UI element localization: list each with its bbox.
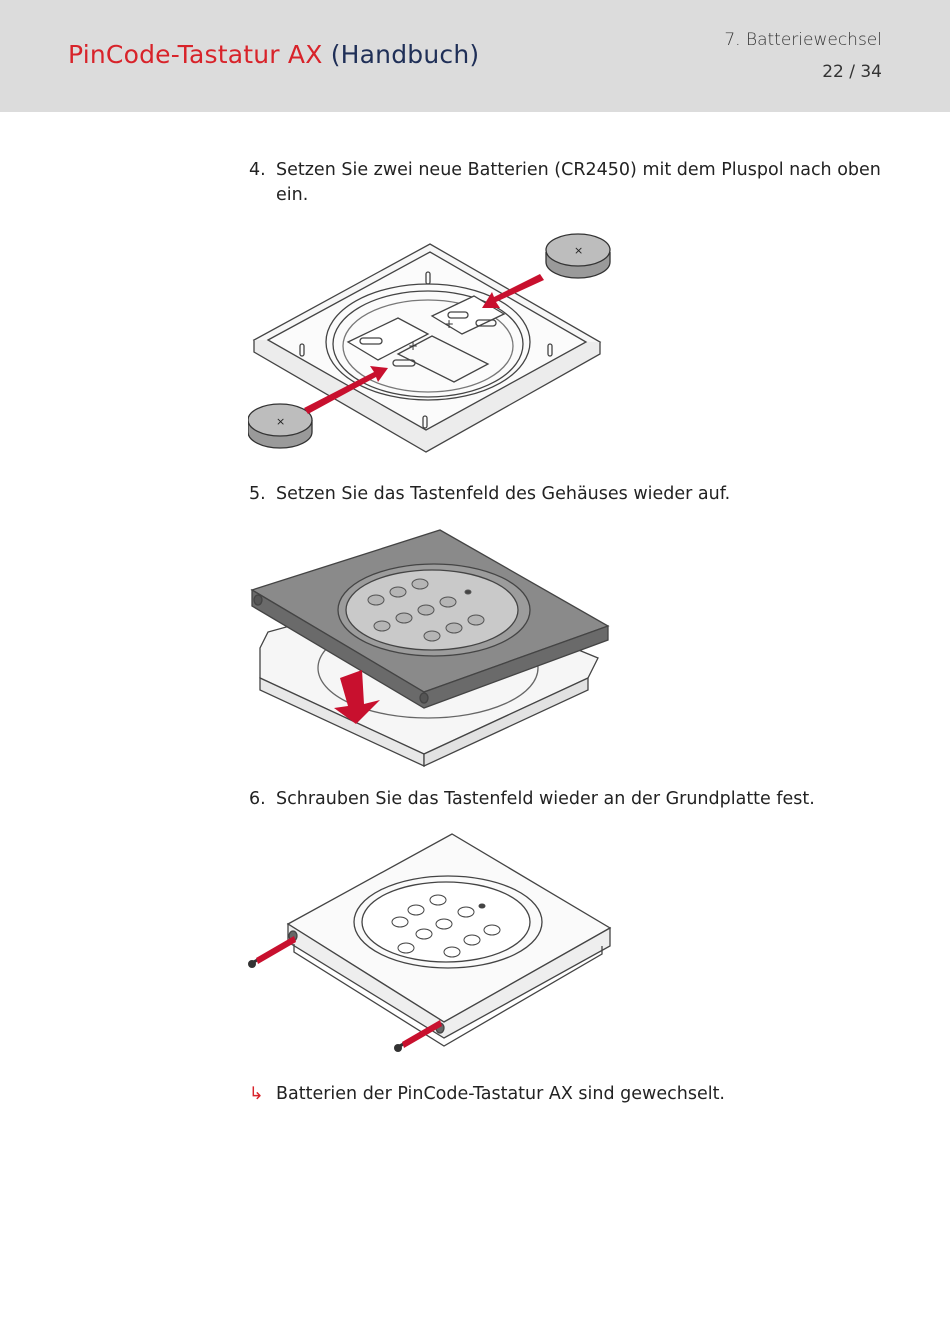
svg-text:×: × <box>574 244 583 257</box>
result-text: Batterien der PinCode-Tastatur AX sind g… <box>276 1084 725 1104</box>
step-text: Setzen Sie das Tastenfeld des Gehäuses w… <box>276 484 731 504</box>
document-subtitle: (Handbuch) <box>330 40 480 69</box>
result-arrow-icon: ↳ <box>249 1084 264 1104</box>
result-line: ↳ Batterien der PinCode-Tastatur AX sind… <box>249 1082 889 1107</box>
step-4: 4. Setzen Sie zwei neue Batterien (CR245… <box>249 158 889 208</box>
page-header: PinCode-Tastatur AX (Handbuch) 7. Batter… <box>0 0 950 112</box>
svg-text:+: + <box>444 317 454 331</box>
step-text: Setzen Sie zwei neue Batterien (CR2450) … <box>276 160 881 205</box>
battery-insertion-illustration: + + × × <box>248 233 611 453</box>
screw-fastening-illustration <box>248 833 612 1052</box>
product-name: PinCode-Tastatur AX <box>68 40 323 69</box>
svg-text:×: × <box>276 415 285 428</box>
chapter-title: 7. Batteriewechsel <box>724 30 882 50</box>
page-number: 22 / 34 <box>822 62 882 82</box>
svg-text:+: + <box>408 339 418 353</box>
step-number: 4. <box>249 160 266 180</box>
step-number: 6. <box>249 789 266 809</box>
step-5: 5. Setzen Sie das Tastenfeld des Gehäuse… <box>249 482 889 507</box>
step-text: Schrauben Sie das Tastenfeld wieder an d… <box>276 789 815 809</box>
step-6: 6. Schrauben Sie das Tastenfeld wieder a… <box>249 787 889 812</box>
step-number: 5. <box>249 484 266 504</box>
document-title: PinCode-Tastatur AX (Handbuch) <box>68 40 479 69</box>
keypad-cover-illustration <box>250 529 610 768</box>
